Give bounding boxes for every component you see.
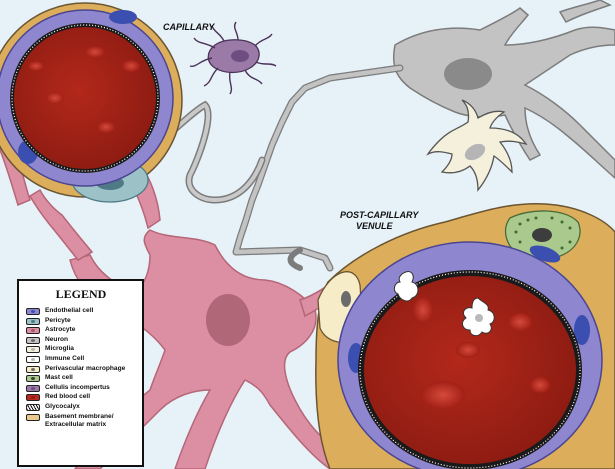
legend-item-mast: Mast cell [26,374,136,382]
immune-swatch [26,356,40,363]
venule-rbc [421,381,465,409]
venule-lumen [364,276,576,464]
basement-swatch [26,414,40,421]
legend-item-glycocalyx: Glycocalyx [26,403,136,411]
rbc-swatch [26,394,40,401]
capillary-endothelial-nucleus-top [109,10,137,24]
glycocalyx-swatch [26,404,40,411]
legend-title: LEGEND [26,287,136,302]
capillary-rbc [28,61,44,71]
legend-item-microglia: Microglia [26,345,136,353]
legend-item-pericyte: Pericyte [26,317,136,325]
legend-item-astrocyte: Astrocyte [26,326,136,334]
neuron-swatch [26,337,40,344]
venule-rbc [456,342,480,358]
endothelial-swatch [26,308,40,315]
neuron-dendrite-top [560,0,610,22]
incompertus-swatch [26,385,40,392]
legend-label: Microglia [45,345,74,353]
capillary-cross-section [0,3,182,202]
macrophage-swatch [26,366,40,373]
mast-cell-nucleus [532,228,552,242]
legend-label: Neuron [45,336,68,344]
mast-swatch [26,375,40,382]
legend-item-basement: Basement membrane/ Extracellular matrix [26,413,136,429]
legend-label: Cellulis incompertus [45,384,110,392]
legend-label: Pericyte [45,317,71,325]
venule-cross-section [316,204,615,469]
astrocyte-nucleus [206,294,250,346]
pericyte-swatch [26,318,40,325]
legend-label: Red blood cell [45,393,90,401]
legend-item-rbc: Red blood cell [26,393,136,401]
label-capillary: CAPILLARY [163,22,215,32]
legend-box: LEGEND Endothelial cell Pericyte Astrocy… [17,279,144,467]
capillary-rbc [46,92,64,104]
venule-rbc [413,297,433,323]
legend-label: Endothelial cell [45,307,93,315]
label-post-capillary: POST-CAPILLARY [340,210,419,220]
neuron-nucleus [444,58,492,90]
legend-label: Astrocyte [45,326,75,334]
immune-cell-nucleus [475,314,483,322]
legend-item-endothelial: Endothelial cell [26,307,136,315]
label-venule: VENULE [356,221,394,231]
astrocyte-swatch [26,327,40,334]
microglia-swatch [26,346,40,353]
capillary-rbc [122,60,140,72]
legend-item-neuron: Neuron [26,336,136,344]
capillary-lumen [14,27,156,169]
legend-item-macrophage: Perivascular macrophage [26,365,136,373]
macrophage-nucleus [341,291,351,307]
cellulis-incompertus [190,22,276,94]
venule-connector [291,250,300,268]
incompertus-nucleus [231,50,249,62]
venule-rbc [530,377,550,393]
legend-label: Glycocalyx [45,403,80,411]
legend-label: Mast cell [45,374,73,382]
venule-rbc [508,313,532,331]
legend-item-immune: Immune Cell [26,355,136,363]
astrocyte-process-upper-left [30,190,92,260]
capillary-rbc [97,121,115,133]
legend-label: Basement membrane/ Extracellular matrix [45,413,136,429]
legend-item-incompertus: Cellulis incompertus [26,384,136,392]
legend-label: Perivascular macrophage [45,365,125,373]
capillary-rbc [85,46,105,58]
legend-list: Endothelial cell Pericyte Astrocyte Neur… [26,307,136,429]
legend-label: Immune Cell [45,355,84,363]
